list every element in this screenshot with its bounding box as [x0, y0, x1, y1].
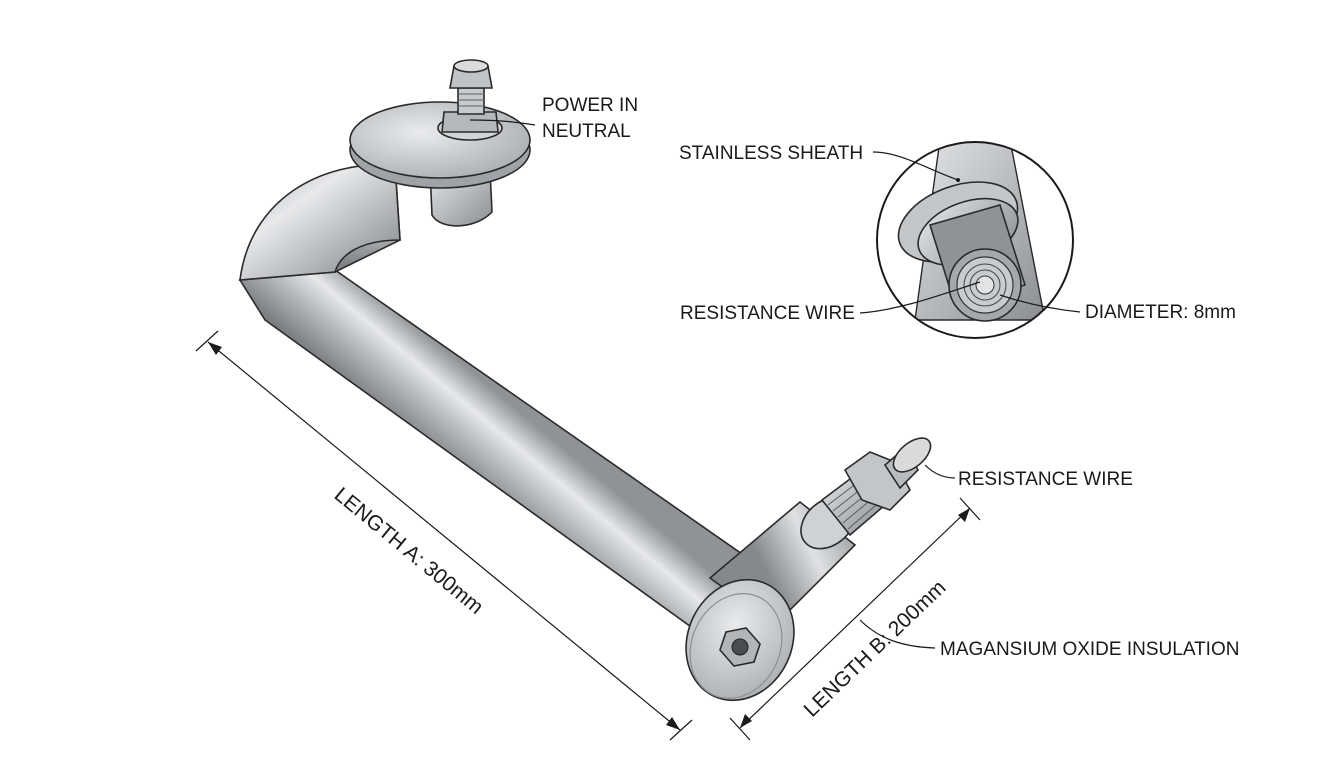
- detail-wire-core: [975, 275, 995, 295]
- label-stainless-sheath: STAINLESS SHEATH: [679, 143, 863, 164]
- dimension-length-a: [195, 330, 693, 741]
- label-resistance-wire-terminal: RESISTANCE WIRE: [958, 469, 1133, 490]
- label-power-in: POWER IN: [542, 95, 638, 116]
- tube-length-a: [238, 269, 767, 644]
- end-cap-rim: [689, 593, 783, 699]
- leader-sheath: [872, 151, 959, 181]
- flange-disc: [349, 101, 531, 179]
- end-nut-hole: [731, 638, 749, 656]
- terminal-top: [349, 59, 531, 227]
- label-diameter: DIAMETER: 8mm: [1085, 302, 1236, 323]
- label-insulation: MAGANSIUM OXIDE INSULATION: [940, 639, 1239, 660]
- terminal-b: [820, 437, 932, 537]
- heater-element: [238, 59, 932, 702]
- tube-bend: [239, 163, 401, 281]
- label-resistance-wire-detail: RESISTANCE WIRE: [680, 303, 855, 324]
- top-nut-lower: [441, 111, 499, 133]
- leader-diameter: [999, 294, 1081, 313]
- label-neutral: NEUTRAL: [542, 121, 631, 142]
- leader-power-in: [469, 119, 536, 126]
- leader-resistance-wire-detail: [859, 281, 981, 314]
- dimension-length-b: [729, 497, 981, 741]
- label-length-a: LENGTH A: 300mm: [330, 483, 488, 619]
- detail-circle-outline: [876, 141, 1074, 339]
- leader-resistance-wire-terminal: [924, 464, 956, 479]
- top-stud: [457, 87, 485, 115]
- cross-section-detail: [876, 141, 1074, 339]
- leader-insulation: [859, 619, 936, 649]
- terminal-b-washer: [892, 437, 932, 473]
